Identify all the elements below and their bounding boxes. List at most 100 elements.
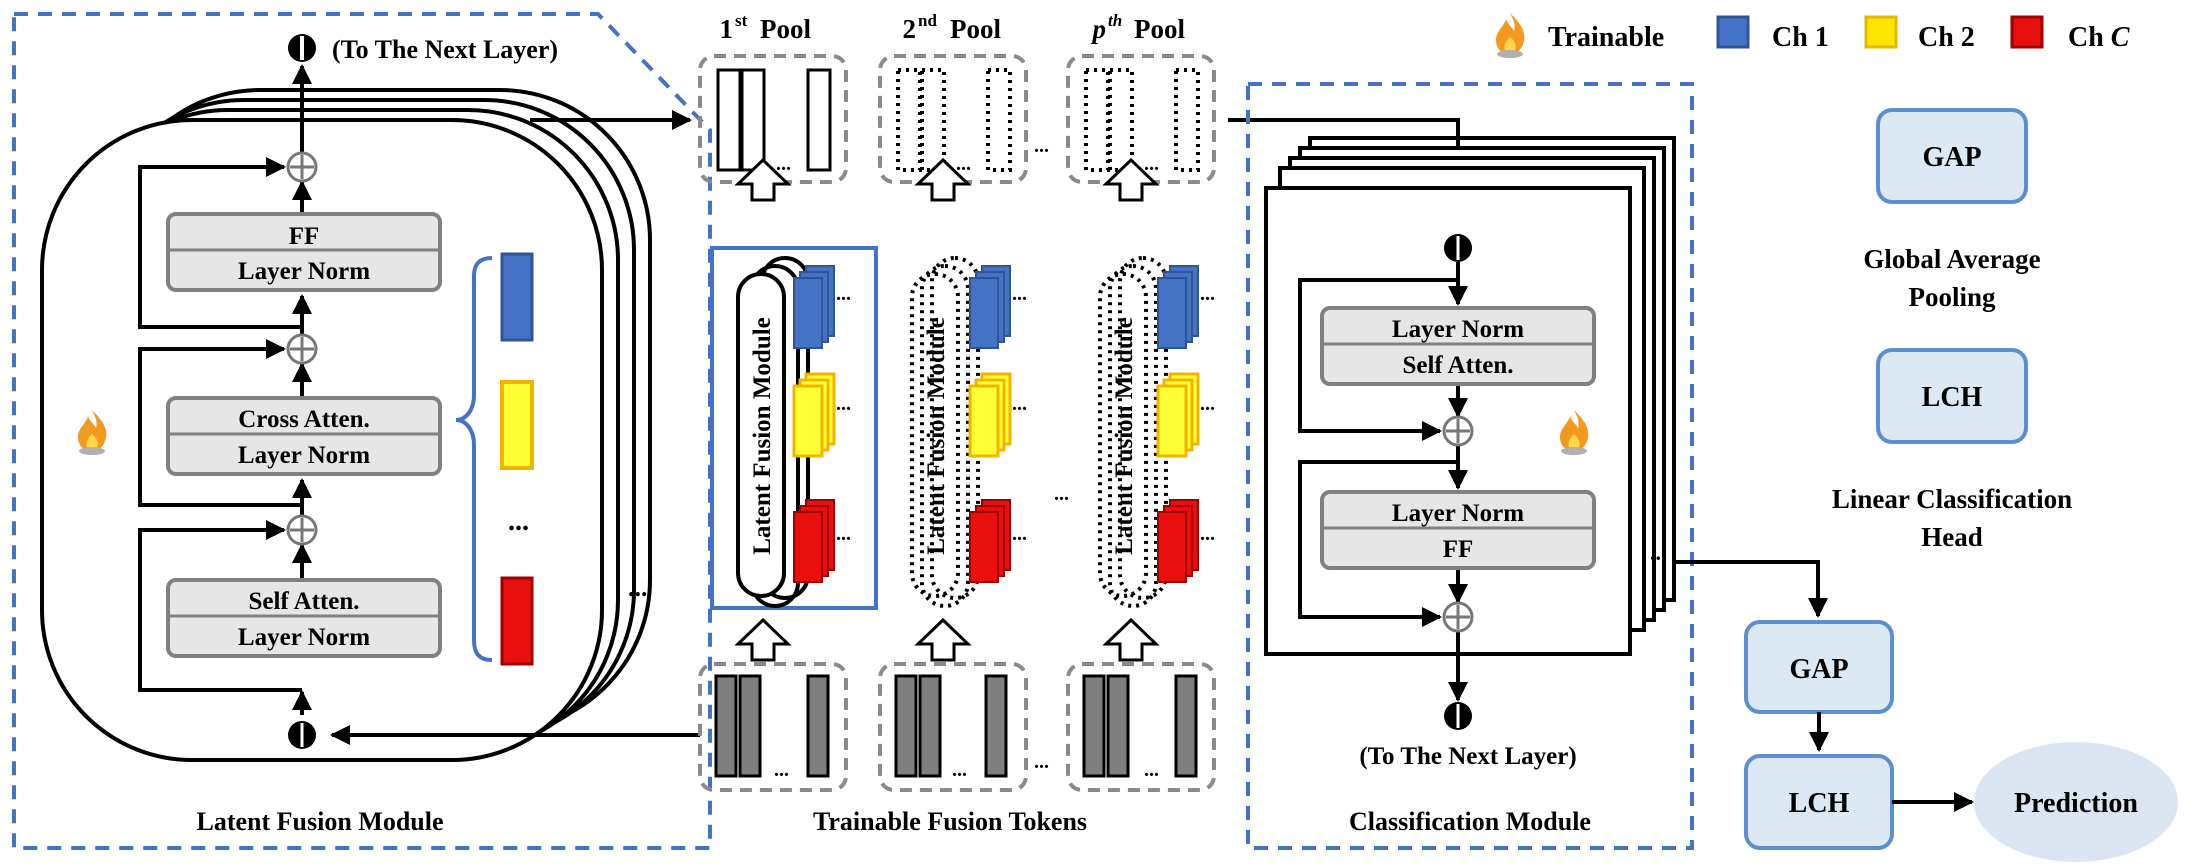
add-node-icon xyxy=(286,151,318,183)
add-node-icon xyxy=(286,333,318,365)
pool-2: 2 nd Pool ... Latent Fusion Module ... .… xyxy=(878,11,1028,792)
pools-ellipsis-bottom: ... xyxy=(1034,751,1049,773)
pool-p-label: Pool xyxy=(1134,14,1185,44)
channel-2-token xyxy=(500,380,534,470)
channel-ellipsis: ... xyxy=(508,506,529,537)
classifier-stack-ellipsis: ... xyxy=(1650,540,1667,565)
legend: Trainable Ch 1 Ch 2 Ch C xyxy=(1496,13,2130,58)
pool-1-ch1 xyxy=(793,265,835,349)
stack-ellipsis: ... xyxy=(628,573,648,602)
self-atten-label: Self Atten. xyxy=(248,588,359,615)
classifier-self-atten-label: Self Atten. xyxy=(1402,352,1513,379)
gap-description-line2: Pooling xyxy=(1908,282,1996,312)
legend-lch-label: LCH xyxy=(1922,382,1983,413)
svg-text:...: ... xyxy=(1200,393,1215,415)
classification-panel-border xyxy=(1246,82,1694,850)
legend-ch1-swatch xyxy=(1716,15,1750,49)
lch-description-line1: Linear Classification xyxy=(1832,484,2072,514)
pool-up-arrow-icon xyxy=(1102,157,1160,202)
pools-ellipsis-mid: ... xyxy=(1054,483,1069,505)
svg-text:...: ... xyxy=(774,759,789,781)
svg-text:...: ... xyxy=(1144,153,1159,175)
pool-p-chC xyxy=(1157,499,1199,583)
pool-2-chC xyxy=(969,499,1011,583)
classification-panel: ... Layer Norm Self Atten. Layer Norm FF… xyxy=(1246,82,1694,850)
pool-p-ch1 xyxy=(1157,265,1199,349)
legend-ch2: Ch 2 xyxy=(1918,22,1975,53)
cross-atten-block: Cross Atten. Layer Norm xyxy=(166,396,442,476)
prediction-label: Prediction xyxy=(2014,788,2138,819)
svg-text:...: ... xyxy=(1144,759,1159,781)
pool-up-arrow-icon xyxy=(734,617,792,662)
pool-up-arrow-icon xyxy=(914,617,972,662)
pool-2-ch2 xyxy=(968,372,1012,458)
legend-trainable: Trainable xyxy=(1548,22,1664,53)
svg-text:...: ... xyxy=(1200,283,1215,305)
ff-block: FF Layer Norm xyxy=(166,212,442,292)
pool-1-number: 1 xyxy=(720,14,734,44)
svg-text:...: ... xyxy=(956,153,971,175)
pool-1: 1 st Pool ... Latent Fusion Module ... .… xyxy=(698,11,878,792)
pool-2-label: Pool xyxy=(950,14,1001,44)
pool-p-module-label: Latent Fusion Module xyxy=(1111,317,1138,555)
legend-gap-box xyxy=(1876,108,2028,204)
prediction-head: GAP LCH Prediction xyxy=(1676,560,2178,862)
classifier-to-next-layer: (To The Next Layer) xyxy=(1359,743,1576,770)
svg-text:...: ... xyxy=(952,759,967,781)
svg-text:...: ... xyxy=(1012,393,1027,415)
pool-2-number: 2 xyxy=(903,14,917,44)
add-node-icon xyxy=(1442,415,1474,447)
layer-norm-label: Layer Norm xyxy=(238,258,370,285)
pool-2-suffix: nd xyxy=(918,11,937,30)
pools-ellipsis-top: ... xyxy=(1034,135,1049,157)
head-legend: GAP Global Average Pooling LCH Linear Cl… xyxy=(1832,108,2072,552)
latent-module-caption: Latent Fusion Module xyxy=(196,807,443,836)
cross-atten-label: Cross Atten. xyxy=(238,406,369,433)
pool-p-ch2 xyxy=(1156,372,1200,458)
add-node-icon xyxy=(1442,601,1474,633)
pool-1-suffix: st xyxy=(735,11,748,30)
pool-up-arrow-icon xyxy=(1102,617,1160,662)
classifier-ff-block: Layer Norm FF xyxy=(1320,490,1596,570)
legend-gap-label: GAP xyxy=(1922,142,1981,173)
lch-description-line2: Head xyxy=(1921,522,1983,552)
legend-chC: Ch C xyxy=(2068,22,2130,53)
svg-text:...: ... xyxy=(1012,283,1027,305)
pool-2-module-label: Latent Fusion Module xyxy=(923,317,950,555)
trainable-flame-icon xyxy=(1496,13,1525,58)
pool-up-arrow-icon xyxy=(914,157,972,202)
svg-text:...: ... xyxy=(1200,523,1215,545)
channel-1-token xyxy=(500,252,534,342)
pool-1-module-box xyxy=(710,246,878,610)
classifier-ff-label: FF xyxy=(1443,536,1474,563)
pool-1-label: Pool xyxy=(760,14,811,44)
legend-chC-swatch xyxy=(2010,15,2044,49)
pool-1-chC xyxy=(793,499,835,583)
classifier-self-atten-block: Layer Norm Self Atten. xyxy=(1320,306,1596,386)
layer-norm-label: Layer Norm xyxy=(238,624,370,651)
svg-text:...: ... xyxy=(836,393,851,415)
classification-module-caption: Classification Module xyxy=(1349,807,1591,836)
classifier-layer-norm-label: Layer Norm xyxy=(1392,500,1524,527)
pool-up-arrow-icon xyxy=(734,157,792,202)
pool-p-suffix: th xyxy=(1108,11,1122,30)
svg-text:...: ... xyxy=(836,523,851,545)
svg-text:...: ... xyxy=(776,153,791,175)
fusion-tokens-caption: Trainable Fusion Tokens xyxy=(813,807,1087,836)
svg-text:...: ... xyxy=(1012,523,1027,545)
pool-2-ch1 xyxy=(969,265,1011,349)
channel-brace xyxy=(455,256,493,662)
gap-label: GAP xyxy=(1789,654,1848,685)
svg-text:...: ... xyxy=(836,283,851,305)
legend-lch-box xyxy=(1876,348,2028,444)
channel-c-token xyxy=(500,576,534,666)
latent-to-next-layer: (To The Next Layer) xyxy=(332,35,558,64)
add-node-icon xyxy=(286,514,318,546)
ff-label: FF xyxy=(289,223,320,250)
latent-fusion-panel: ... (To The Next Layer) FF Layer Norm xyxy=(12,12,712,850)
legend-ch1: Ch 1 xyxy=(1772,22,1829,53)
lch-label: LCH xyxy=(1789,788,1850,819)
self-atten-block: Self Atten. Layer Norm xyxy=(166,578,442,658)
pool-1-ch2 xyxy=(792,372,836,458)
